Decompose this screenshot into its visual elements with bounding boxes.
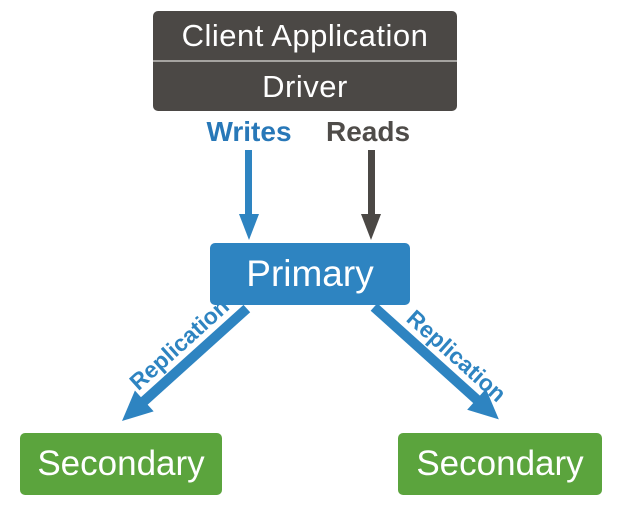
reads-arrow-shaft xyxy=(368,150,375,214)
secondary-node-left: Secondary xyxy=(20,433,222,495)
driver-label: Driver xyxy=(262,68,348,104)
client-application-label: Client Application xyxy=(153,11,457,62)
replication-label-left: Replication xyxy=(124,292,234,396)
writes-arrow-head-icon xyxy=(239,214,259,240)
writes-arrow-shaft xyxy=(245,150,252,214)
replication-arrow-right: Replication xyxy=(370,303,511,430)
replication-label-right: Replication xyxy=(401,304,512,407)
reads-label: Reads xyxy=(325,116,411,147)
secondary-node-right: Secondary xyxy=(398,433,602,495)
reads-arrow-head-icon xyxy=(361,214,381,240)
primary-node: Primary xyxy=(210,243,410,305)
writes-label: Writes xyxy=(206,116,292,147)
replication-arrow-left: Replication xyxy=(112,293,251,432)
client-application-box: Client Application Driver xyxy=(153,11,457,111)
